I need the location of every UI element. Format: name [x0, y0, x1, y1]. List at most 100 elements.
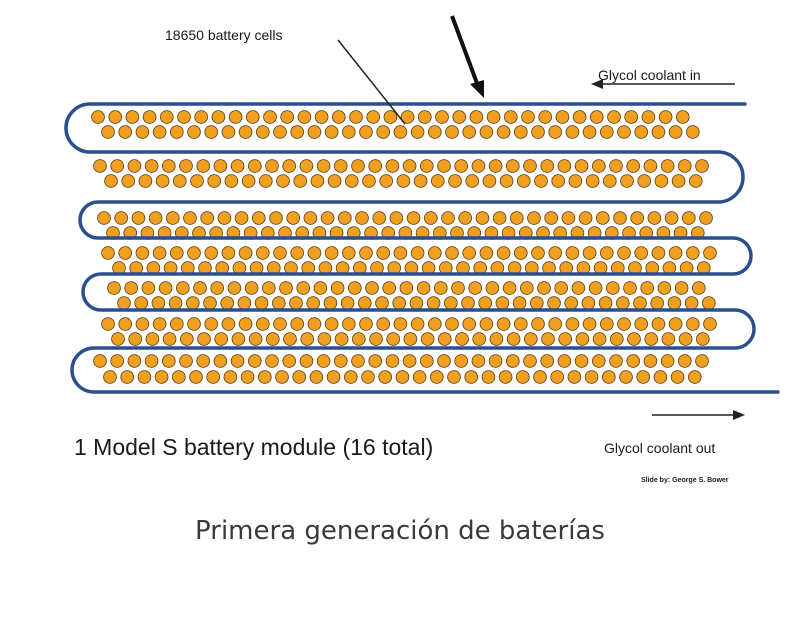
battery-cell — [166, 211, 180, 225]
battery-cell — [204, 317, 219, 331]
battery-cell — [403, 332, 418, 346]
battery-cell — [433, 281, 448, 295]
battery-cell — [685, 125, 700, 139]
battery-cell — [265, 159, 279, 173]
battery-cell — [158, 281, 173, 295]
battery-cell — [523, 332, 538, 346]
battery-cell — [479, 125, 494, 139]
top-arrow-head — [470, 80, 484, 98]
battery-cell — [674, 281, 689, 295]
battery-cell — [416, 281, 431, 295]
battery-cell — [668, 317, 683, 331]
battery-cell — [540, 354, 554, 368]
battery-cell — [571, 281, 586, 295]
battery-cell — [290, 125, 305, 139]
battery-cell — [475, 211, 490, 225]
battery-cell — [241, 174, 256, 188]
battery-cell — [430, 174, 445, 188]
battery-cell — [135, 317, 150, 331]
battery-cell — [389, 211, 404, 225]
battery-cell — [309, 370, 324, 384]
battery-cell — [512, 296, 527, 310]
battery-cell — [441, 211, 455, 225]
battery-cell — [134, 296, 149, 310]
battery-cell — [605, 281, 620, 295]
battery-cell — [395, 370, 410, 384]
battery-cell — [523, 159, 537, 173]
battery-cell — [437, 354, 451, 368]
battery-cell — [230, 354, 245, 368]
battery-cell — [324, 246, 339, 260]
battery-cell — [664, 211, 679, 225]
battery-cell — [675, 110, 690, 124]
battery-cell — [326, 370, 341, 384]
battery-cell — [265, 332, 280, 346]
battery-cell — [402, 354, 417, 368]
battery-cell — [248, 332, 263, 346]
battery-cell — [454, 354, 469, 368]
battery-cell — [238, 125, 253, 139]
battery-cell — [343, 370, 358, 384]
battery-cell — [488, 354, 503, 368]
battery-cell — [410, 317, 425, 331]
battery-cell — [224, 174, 239, 188]
battery-cell — [548, 125, 562, 139]
battery-cell — [334, 332, 349, 346]
battery-cell — [124, 281, 138, 295]
battery-cell — [464, 370, 479, 384]
battery-cell — [651, 246, 666, 260]
battery-cell — [203, 296, 217, 310]
battery-cell — [479, 317, 494, 331]
battery-cell — [633, 296, 647, 310]
battery-cell — [351, 354, 365, 368]
battery-cell — [637, 174, 651, 188]
battery-cell — [293, 174, 308, 188]
battery-cell — [368, 354, 383, 368]
battery-cell — [527, 211, 541, 225]
battery-cell — [505, 159, 520, 173]
battery-cell — [617, 317, 631, 331]
battery-cell — [523, 354, 537, 368]
battery-cell — [419, 159, 434, 173]
battery-cell — [376, 317, 391, 331]
battery-cell — [564, 296, 578, 310]
battery-cell — [207, 174, 222, 188]
battery-cell — [228, 110, 243, 124]
battery-cell — [144, 354, 159, 368]
battery-cell — [427, 317, 442, 331]
battery-cell — [550, 370, 564, 384]
battery-cell — [554, 281, 568, 295]
battery-cell — [462, 246, 477, 260]
battery-cell — [651, 125, 666, 139]
battery-cell — [654, 174, 669, 188]
battery-cell — [547, 296, 561, 310]
battery-cell — [521, 110, 535, 124]
battery-cell — [660, 159, 675, 173]
battery-cell — [617, 246, 631, 260]
battery-cell — [177, 110, 191, 124]
battery-cell — [486, 110, 501, 124]
battery-cell — [221, 246, 236, 260]
battery-cell — [238, 317, 253, 331]
battery-cell — [255, 317, 270, 331]
battery-cell — [462, 317, 477, 331]
battery-cell — [481, 370, 496, 384]
battery-cell — [125, 110, 140, 124]
battery-cell — [667, 296, 682, 310]
credit-label: Slide by: George S. Bower — [641, 477, 729, 484]
battery-cell — [582, 317, 597, 331]
battery-cell — [634, 246, 648, 260]
battery-cell — [148, 211, 163, 225]
battery-cell — [479, 246, 494, 260]
battery-cell — [607, 110, 621, 124]
battery-cell — [135, 246, 150, 260]
battery-cell — [121, 174, 135, 188]
battery-cell — [393, 125, 408, 139]
cells-pointer-line — [337, 39, 406, 125]
battery-cell — [643, 159, 658, 173]
battery-cell — [601, 370, 616, 384]
coolant-out-label: Glycol coolant out — [604, 440, 715, 456]
battery-cell — [581, 296, 596, 310]
battery-cell — [435, 110, 449, 124]
battery-cell — [565, 125, 580, 139]
